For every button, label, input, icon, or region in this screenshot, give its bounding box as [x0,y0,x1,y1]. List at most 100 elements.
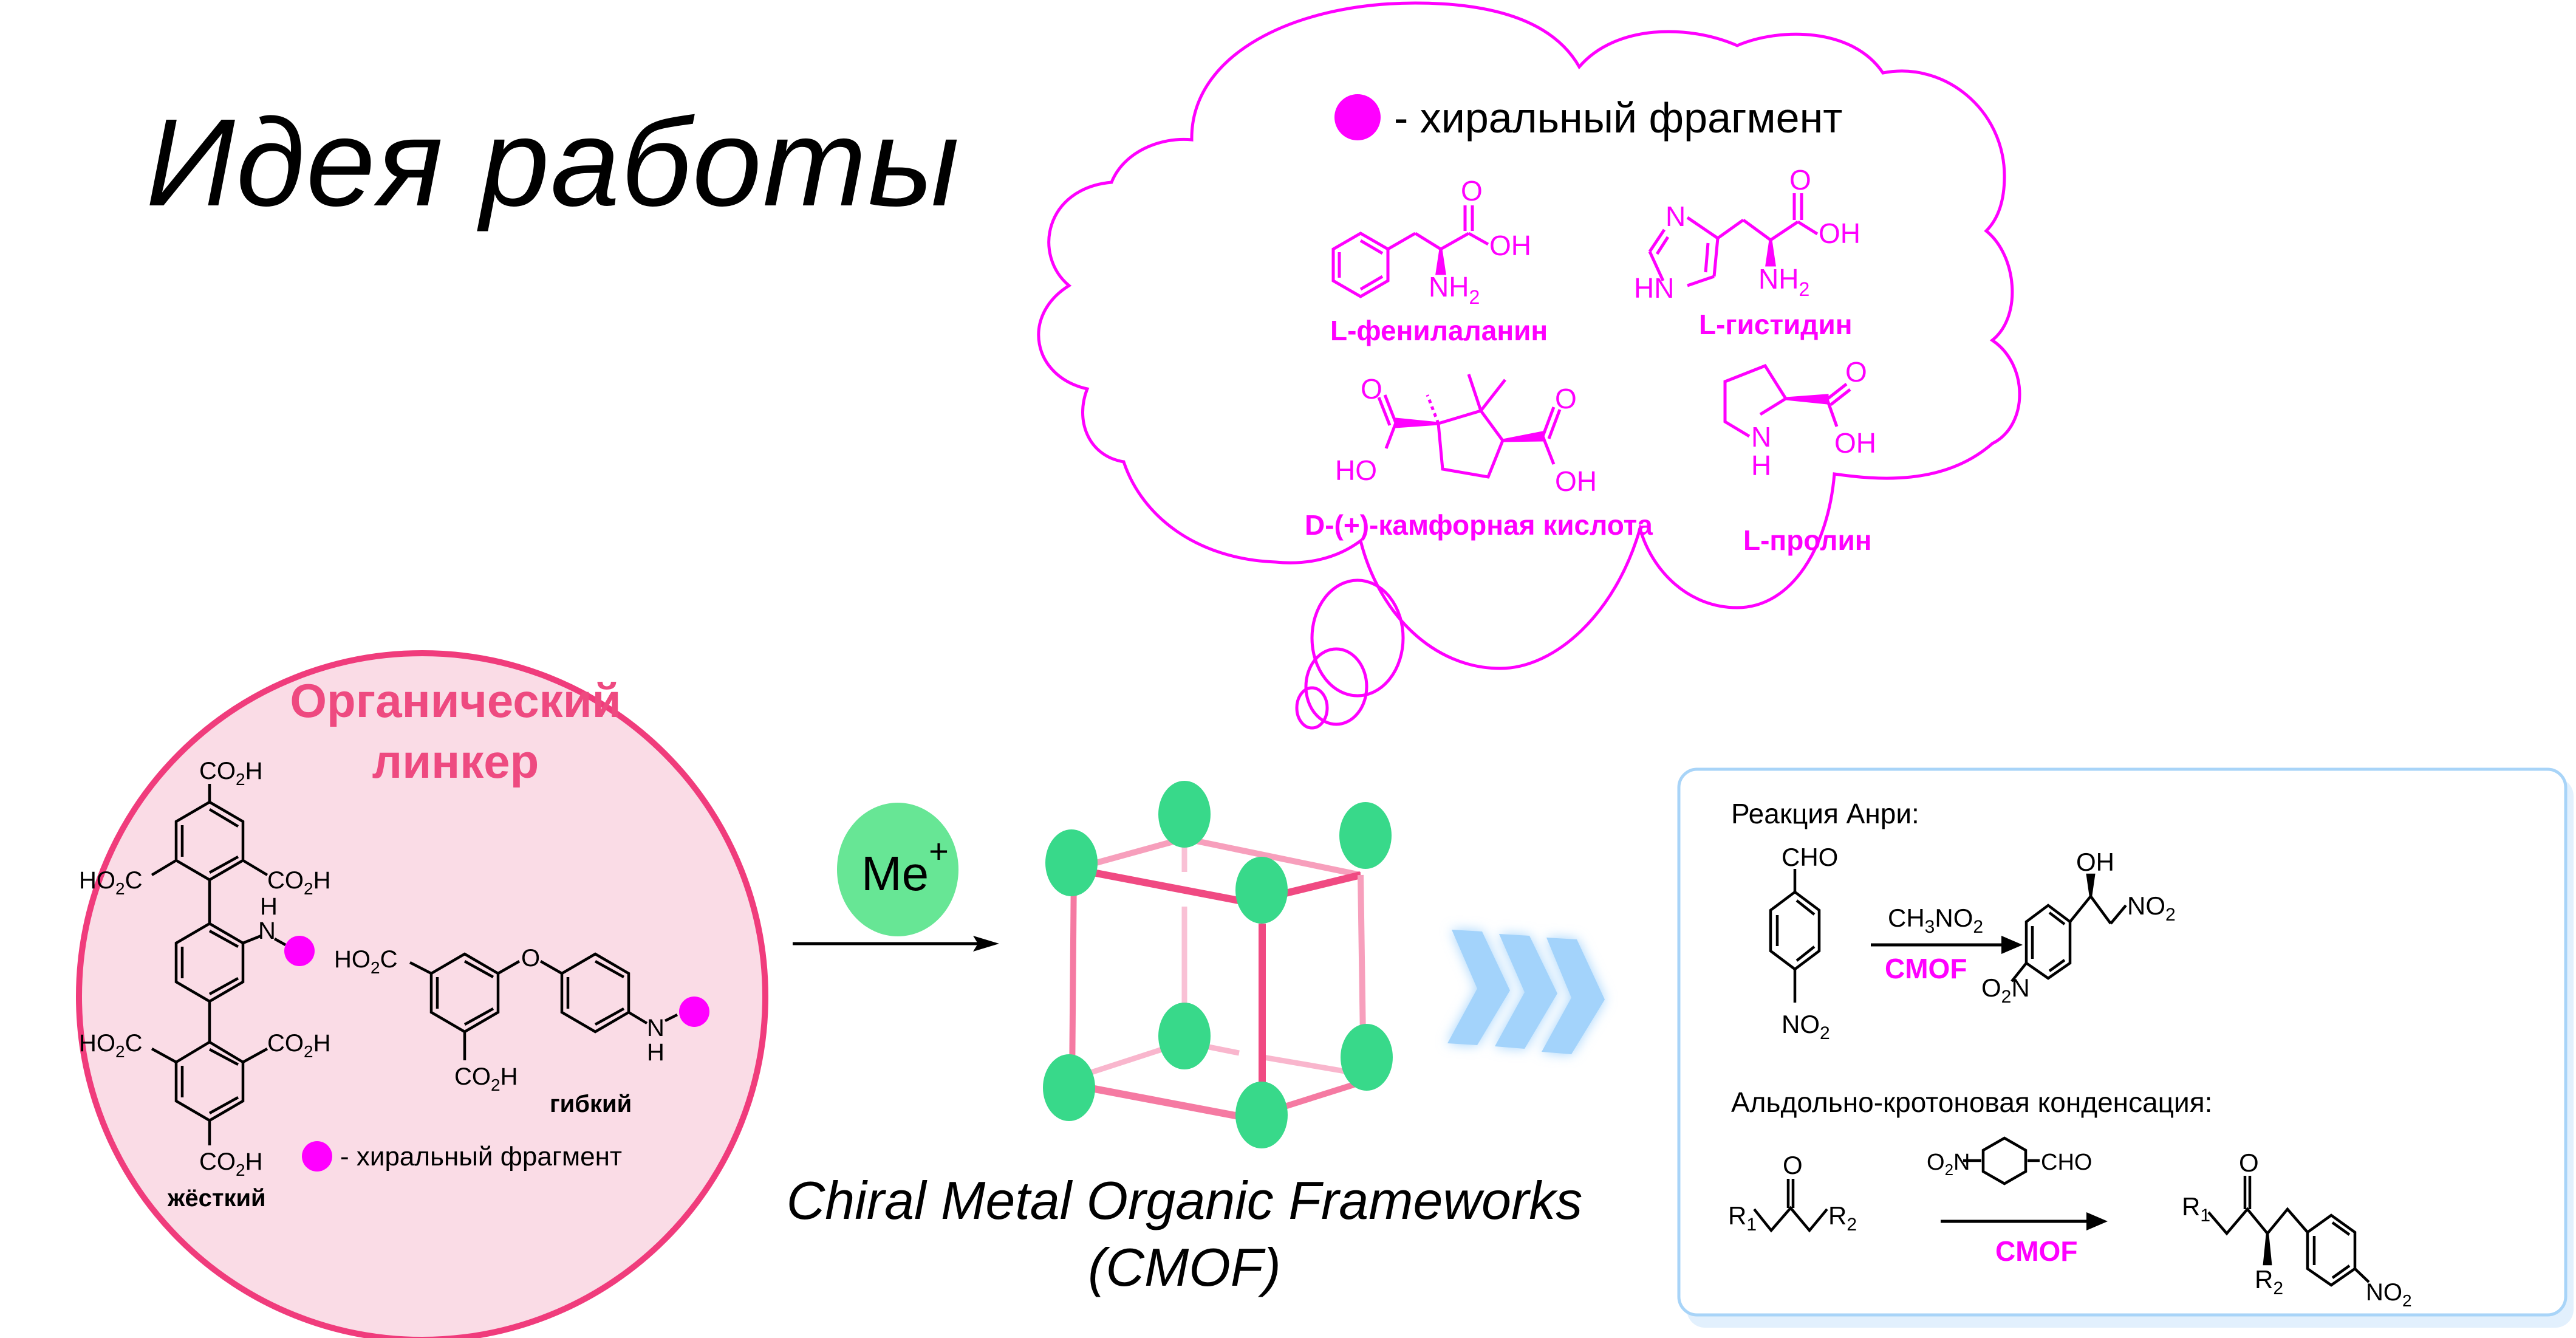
phe-carbonyl-o: O [1461,175,1483,207]
metal-node [1235,857,1288,924]
thought-cloud [1037,1,2021,730]
aldol-reagent-o2n: O2N [1927,1150,1970,1179]
flexible-linker-labels: HO2C O CO2H N H [334,945,664,1094]
aldol-reagent-structure [1963,1136,2040,1185]
proline-name-label: L-пролин [1743,524,1872,556]
molecule-histidine [1648,193,1819,287]
aldol-product-structure [2207,1176,2370,1287]
co2h-flex: CO2H [454,1063,518,1094]
ho2c-left-upper: HO2C [79,867,142,898]
henry-prod-oh: OH [2076,848,2114,876]
camphor-o1: O [1361,373,1382,405]
flexible-linker-structure [409,952,678,1060]
ho2c-left-lower: HO2C [79,1030,142,1061]
linker-circle [76,650,768,1338]
cmof-framework [1062,835,1370,1122]
linker-title-line2: линкер [372,735,539,788]
proline-h: H [1751,450,1771,481]
metal-node [1158,1003,1211,1069]
proline-n: N [1751,421,1771,453]
aldol-prod-r1: R1 [2182,1192,2210,1226]
his-ring-nh: HN [1634,272,1674,304]
nh-h: H [260,893,278,920]
cmof-caption-line2: (CMOF) [1088,1237,1281,1297]
linker-legend-text: - хиральный фрагмент [340,1142,622,1172]
henry-arrow [1871,936,2023,954]
flex-n: N [647,1015,664,1041]
metal-node [1158,781,1211,848]
ho2c-flex: HO2C [334,946,397,977]
henry-sm-structure [1769,869,1821,1003]
co2h-top: CO2H [199,758,262,789]
proline-o: O [1845,356,1867,388]
nh-n: N [258,918,276,944]
reaction-arrow [793,936,999,952]
page-title: Идея работы [146,93,961,232]
metal-node [1043,1054,1095,1121]
aldol-arrow [1941,1212,2108,1230]
camphor-oh: OH [1555,465,1597,497]
chiral-fragment-dot-icon [284,936,315,966]
henry-product-structure [2011,873,2127,983]
forward-chevrons-icon [1447,930,1605,1054]
henry-reagent: CH3NO2 [1888,904,1983,937]
aldol-reagent-cho: CHO [2041,1150,2092,1175]
aldol-prod-o: O [2239,1148,2259,1177]
phe-amine: NH2 [1429,271,1480,308]
henry-prod-o2n: O2N [1981,973,2030,1007]
henry-catalyst: CMOF [1885,953,1967,984]
molecule-proline [1723,363,1851,438]
co2h-right-lower: CO2H [267,1030,330,1061]
cloud-outline [1037,1,2021,670]
henry-prod-no2: NO2 [2127,891,2176,925]
flex-h: H [647,1039,664,1066]
rigid-linker-labels: CO2H HO2C CO2H H N HO2C CO2H CO2H [79,758,330,1179]
ether-o: O [521,945,540,972]
cmof-caption-line1: Chiral Metal Organic Frameworks [786,1170,1583,1230]
molecule-phenylalanine [1331,205,1489,298]
henry-sm-no2: NO2 [1782,1010,1830,1043]
metal-node [1341,1024,1393,1091]
metal-ion-circle [837,803,958,936]
reaction-box [1677,767,2567,1317]
linker-title-line1: Органический [290,674,621,727]
his-ring-n: N [1666,201,1686,232]
metal-node [1235,1082,1288,1148]
aldol-title: Альдольно-кротоновая конденсация: [1731,1086,2212,1118]
molecule-camphoric-acid [1377,374,1562,479]
chiral-fragment-dot-icon [302,1141,332,1172]
his-hydroxyl: OH [1819,218,1860,249]
thought-bubble-medium [1304,647,1368,726]
metal-node [1339,802,1392,869]
aldol-prod-r2: R2 [2255,1265,2283,1299]
chiral-fragment-dot-icon [1334,94,1381,140]
co2h-bottom: CO2H [199,1148,262,1179]
flexible-label: гибкий [550,1091,632,1117]
henry-sm-cho: CHO [1782,843,1838,871]
co2h-right-upper: CO2H [267,867,330,898]
metal-ion-label: Me+ [861,832,949,901]
phe-name-label: L-фенилаланин [1330,315,1548,346]
thought-bubble-small [1295,686,1329,730]
chiral-fragment-dot-icon [679,997,709,1027]
metal-node [1045,829,1098,896]
aldol-r2: R2 [1828,1201,1857,1235]
rigid-label: жёсткий [167,1185,266,1212]
henry-title: Реакция Анри: [1731,798,1919,829]
aldol-r1: R1 [1728,1201,1757,1235]
cloud-legend-text: - хиральный фрагмент [1394,94,1842,142]
his-carbonyl-o: O [1789,164,1811,196]
thought-bubble-large [1310,578,1405,698]
camphor-ho: HO [1335,455,1377,486]
aldol-sm-structure [1753,1179,1828,1233]
cmof-metal-nodes [1043,781,1393,1148]
aldol-prod-no2: NO2 [2366,1279,2412,1310]
phe-hydroxyl: OH [1489,230,1531,261]
camphor-name-label: D-(+)-камфорная кислота [1305,509,1653,541]
aldol-catalyst: CMOF [1995,1235,2077,1267]
proline-oh: OH [1834,427,1876,459]
his-name-label: L-гистидин [1699,309,1853,340]
rigid-linker-structure [151,784,287,1145]
